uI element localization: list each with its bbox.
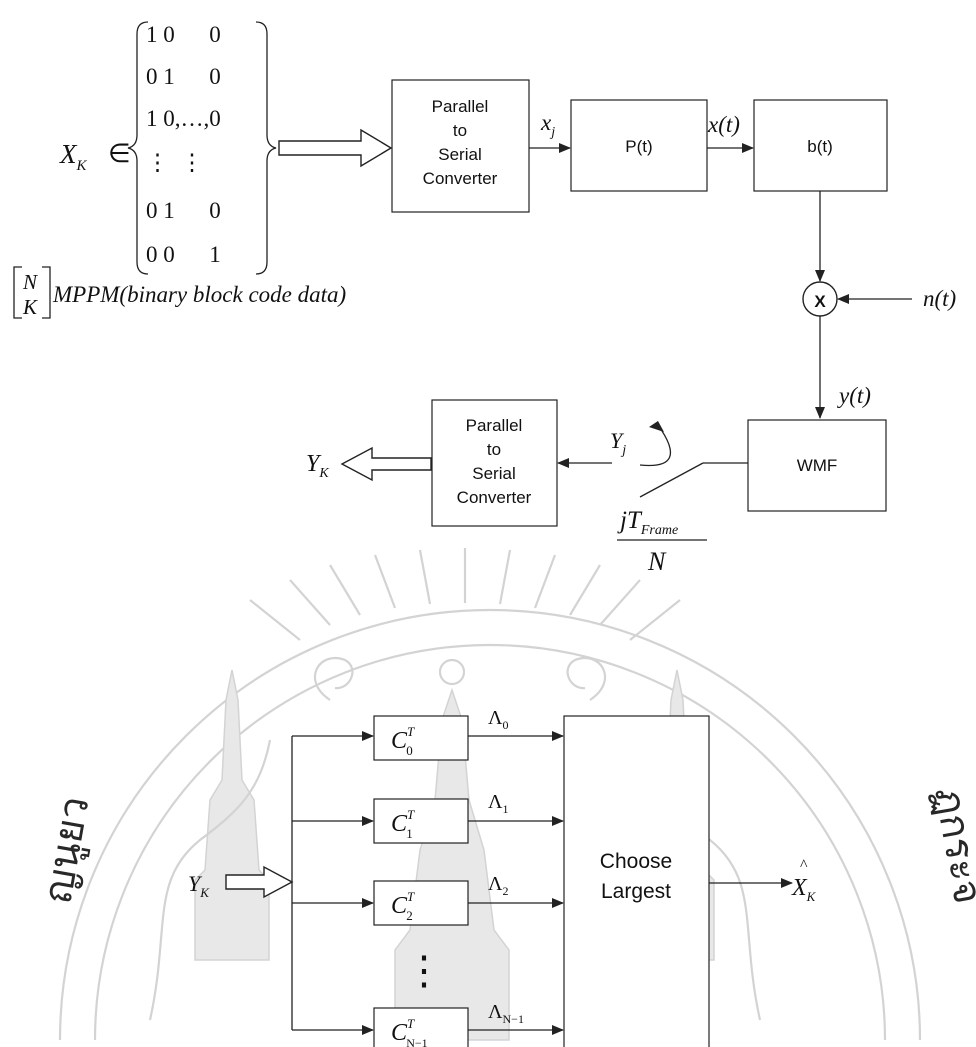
svg-text:Converter: Converter xyxy=(423,169,498,188)
svg-text:Serial: Serial xyxy=(472,464,515,483)
pulse-shaper-block: P(t) xyxy=(571,100,707,191)
svg-text:Largest: Largest xyxy=(601,880,671,903)
matrix-row: 1 0 0 xyxy=(146,22,221,47)
svg-text:Converter: Converter xyxy=(457,488,532,507)
svg-text:Parallel: Parallel xyxy=(466,416,523,435)
tx-ps-converter: Parallel to Serial Converter xyxy=(392,80,529,212)
distribution-bus xyxy=(292,736,373,1030)
wmf-block: WMF xyxy=(748,420,886,511)
svg-text:Serial: Serial xyxy=(438,145,481,164)
binomial-right-bracket xyxy=(42,267,50,318)
watermark-right-text: ฏกระจ xyxy=(926,784,976,908)
binomial-left-bracket xyxy=(14,267,22,318)
watermark-left-text: ญนูยว xyxy=(35,793,99,907)
watermark-seal: ญนูยว ฏกระจ xyxy=(35,548,976,1040)
rx-ps-converter: Parallel to Serial Converter xyxy=(432,400,557,526)
left-brace xyxy=(128,22,148,274)
code-note: MPPM(binary block code data) xyxy=(52,282,346,307)
svg-text:X: X xyxy=(814,292,826,311)
hollow-arrow-input xyxy=(279,130,391,166)
yj-label: Yj xyxy=(610,428,626,458)
ellipsis-dots: ⋮ xyxy=(404,948,444,993)
binomial-bottom: K xyxy=(22,295,38,319)
svg-text:jTFrame: jTFrame xyxy=(617,507,678,538)
detector-output-label: XK xyxy=(791,875,817,904)
output-hat: ^ xyxy=(800,857,808,874)
matrix-row: 0 1 0 xyxy=(146,198,221,223)
watermark-rays xyxy=(250,548,680,640)
xt-label: x(t) xyxy=(707,112,740,137)
multiplier-node: X xyxy=(803,282,837,316)
input-code-set: XK ∈ 1 0 0 0 1 0 1 0,…,0 ⋮ ⋮ 0 1 0 0 0 1… xyxy=(14,22,346,319)
svg-text:Choose: Choose xyxy=(600,850,672,873)
right-brace xyxy=(256,22,276,274)
svg-text:P(t): P(t) xyxy=(625,137,652,156)
xk-symbol: XK xyxy=(59,139,88,174)
svg-text:b(t): b(t) xyxy=(807,137,833,156)
yt-label: y(t) xyxy=(837,383,871,408)
sampling-time-fraction: jTFrame N xyxy=(617,507,707,576)
svg-text:N: N xyxy=(647,547,667,576)
choose-largest-block: Choose Largest xyxy=(564,716,709,1047)
matrix-row: 1 0,…,0 xyxy=(146,106,221,131)
xj-label: xj xyxy=(540,110,555,140)
channel-block: b(t) xyxy=(754,100,887,191)
sampler-switch xyxy=(640,421,748,497)
svg-text:to: to xyxy=(487,440,501,459)
matrix-row: ⋮ ⋮ xyxy=(146,150,204,175)
svg-text:Parallel: Parallel xyxy=(432,97,489,116)
svg-text:WMF: WMF xyxy=(797,456,838,475)
matrix-rows: 1 0 0 0 1 0 1 0,…,0 ⋮ ⋮ 0 1 0 0 0 1 xyxy=(146,22,221,267)
lambda-0: Λ0 xyxy=(488,707,509,732)
rx-output-label: YK xyxy=(306,451,329,481)
matrix-row: 0 1 0 xyxy=(146,64,221,89)
svg-text:to: to xyxy=(453,121,467,140)
binomial-top: N xyxy=(22,270,38,294)
matrix-row: 0 0 1 xyxy=(146,242,221,267)
element-of-symbol: ∈ xyxy=(108,139,131,168)
lambda-2: Λ2 xyxy=(488,873,509,898)
hollow-arrow-output xyxy=(342,448,431,480)
lambda-1: Λ1 xyxy=(488,791,509,816)
noise-label: n(t) xyxy=(923,286,956,311)
